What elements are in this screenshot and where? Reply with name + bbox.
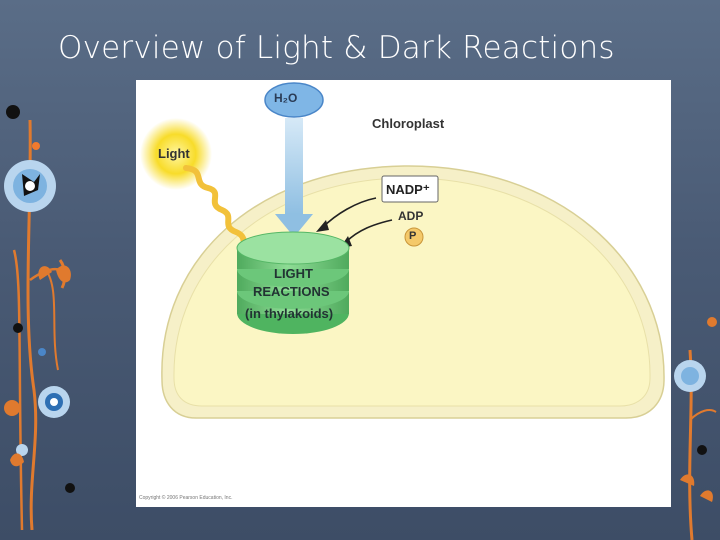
flower-decoration-right: [674, 317, 717, 540]
h2o-down-arrow: [275, 118, 313, 237]
blue-flower-right-icon: [674, 360, 706, 392]
h2o-oval: [264, 82, 324, 118]
blue-flower-icon: [4, 160, 56, 212]
photosynthesis-diagram: H₂O Chloroplast Light NADP⁺ ADP P LIGHT …: [136, 80, 671, 507]
light-reactions-label-line3: (in thylakoids): [245, 306, 334, 321]
nadp-label: NADP⁺: [386, 182, 430, 197]
copyright-text: Copyright © 2006 Pearson Education, Inc.: [139, 495, 233, 501]
light-wave-arrow: [183, 165, 251, 249]
light-reactions-label-line2: REACTIONS: [253, 284, 330, 299]
phosphate-label: P: [409, 230, 417, 242]
h2o-label: H₂O: [274, 91, 298, 105]
black-dot-icon: [6, 105, 20, 119]
adp-label: ADP: [398, 209, 424, 223]
light-label: Light: [158, 146, 190, 161]
flower-decoration-left: [4, 105, 75, 530]
phosphate-circle: [404, 227, 424, 247]
nadp-box: [381, 175, 439, 203]
blue-flower-small-icon: [38, 386, 70, 418]
light-reactions-label-line1: LIGHT: [274, 266, 313, 281]
chloroplast-label: Chloroplast: [372, 116, 445, 131]
slide-title: Overview of Light & Dark Reactions: [58, 30, 615, 66]
thylakoid-stack: [236, 231, 350, 334]
